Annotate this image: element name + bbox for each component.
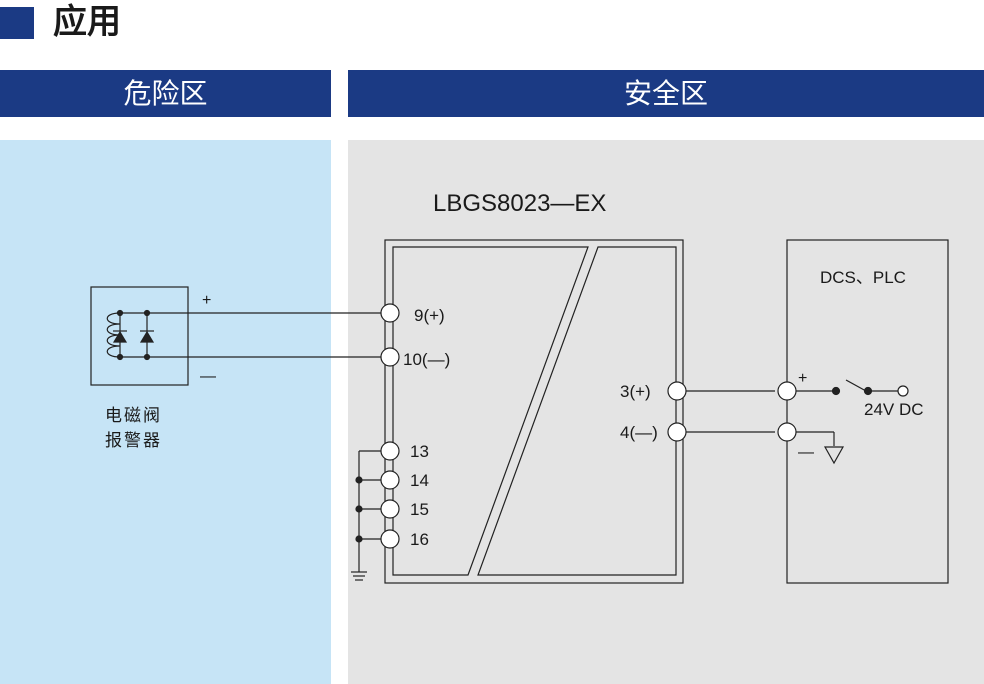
controller-minus-label: — [798, 444, 814, 461]
field-minus-label: — [200, 368, 216, 385]
field-device-box [90, 286, 189, 386]
controller-minus-circle [777, 422, 797, 442]
terminal-15-circle [380, 499, 400, 519]
junction-dot [355, 535, 363, 543]
terminal-9-label: 9(+) [414, 306, 445, 325]
controller-plus-label: + [798, 370, 807, 387]
field-plus-label: + [202, 292, 211, 309]
junction-dot [143, 353, 151, 361]
diode-1-icon [112, 330, 128, 343]
switch-blade [845, 379, 867, 392]
barrier-body [384, 239, 684, 584]
junction-dot [355, 505, 363, 513]
barrier-hazardous-section [392, 246, 589, 576]
terminal-16-circle [380, 529, 400, 549]
field-device-label-line2: 报警器 [105, 431, 162, 450]
terminal-4-circle [667, 422, 687, 442]
terminal-13-circle [380, 441, 400, 461]
field-device-label-line1: 电磁阀 [105, 406, 162, 425]
junction-dot [116, 353, 124, 361]
terminal-9-circle [380, 303, 400, 323]
junction-dot [116, 309, 124, 317]
switch-contact-dot [863, 386, 873, 396]
danger-zone-panel [0, 140, 331, 684]
terminal-3-circle [667, 381, 687, 401]
terminal-13-label: 13 [410, 442, 429, 461]
controller-plus-circle [777, 381, 797, 401]
diode-2-icon [139, 330, 155, 343]
page-title: 应用 [53, 2, 121, 42]
title-marker [0, 7, 34, 39]
controller-box [786, 239, 949, 584]
terminal-16-label: 16 [410, 530, 429, 549]
junction-dot [355, 476, 363, 484]
danger-zone-header: 危险区 [0, 70, 331, 117]
terminal-3-label: 3(+) [620, 382, 651, 401]
device-model-label: LBGS8023—EX [433, 190, 606, 217]
supply-terminal-circle [897, 385, 909, 397]
terminal-10-label: 10(—) [403, 350, 450, 369]
terminal-14-label: 14 [410, 471, 429, 490]
safe-zone-panel [348, 140, 984, 684]
supply-label: 24V DC [864, 400, 924, 419]
switch-pivot-dot [831, 386, 841, 396]
terminal-10-circle [380, 347, 400, 367]
terminal-14-circle [380, 470, 400, 490]
barrier-safe-section [477, 246, 677, 576]
safe-zone-header: 安全区 [348, 70, 984, 117]
controller-label: DCS、PLC [820, 268, 906, 287]
terminal-4-label: 4(—) [620, 423, 658, 442]
junction-dot [143, 309, 151, 317]
terminal-15-label: 15 [410, 500, 429, 519]
controller-ground-icon [823, 446, 845, 465]
